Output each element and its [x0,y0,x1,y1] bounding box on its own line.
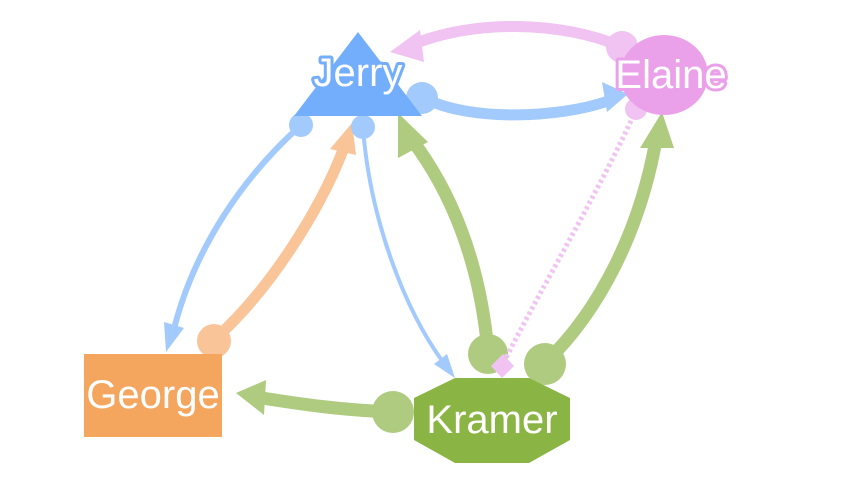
george-rectangle-shape [84,354,222,437]
edge-george-to-jerry [197,123,356,358]
edge-kramer-to-jerry [398,113,508,374]
kramer-label: Kramer [426,398,557,442]
edge-kramer-to-george [236,380,414,433]
elaine-ellipse-shape [620,35,708,115]
edge-jerry-to-kramer [351,115,455,378]
edge-kramer-to-elaine [524,112,674,385]
kramer-octagon-shape [414,378,570,463]
edge-jerry-to-elaine [406,82,628,121]
edges [164,21,674,433]
node-jerry[interactable]: Jerry [294,32,422,116]
elaine-label: Elaine [615,53,726,97]
jerry-label: Jerry [314,51,403,95]
node-elaine[interactable]: Elaine [612,35,730,115]
edge-jerry-to-george [164,113,313,352]
george-label: George [86,373,219,417]
node-george[interactable]: George [83,354,223,437]
jerry-triangle-shape [294,32,422,116]
nodes: Jerry Elaine George Kramer [83,32,730,463]
edge-elaine-to-jerry [390,21,638,63]
node-kramer[interactable]: Kramer [414,378,570,463]
